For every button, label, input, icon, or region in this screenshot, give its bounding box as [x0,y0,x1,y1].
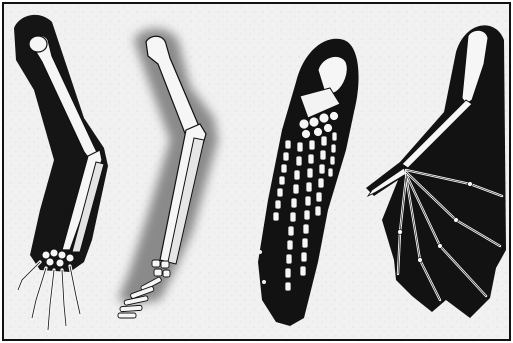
human-shoulder-joint [29,36,47,52]
